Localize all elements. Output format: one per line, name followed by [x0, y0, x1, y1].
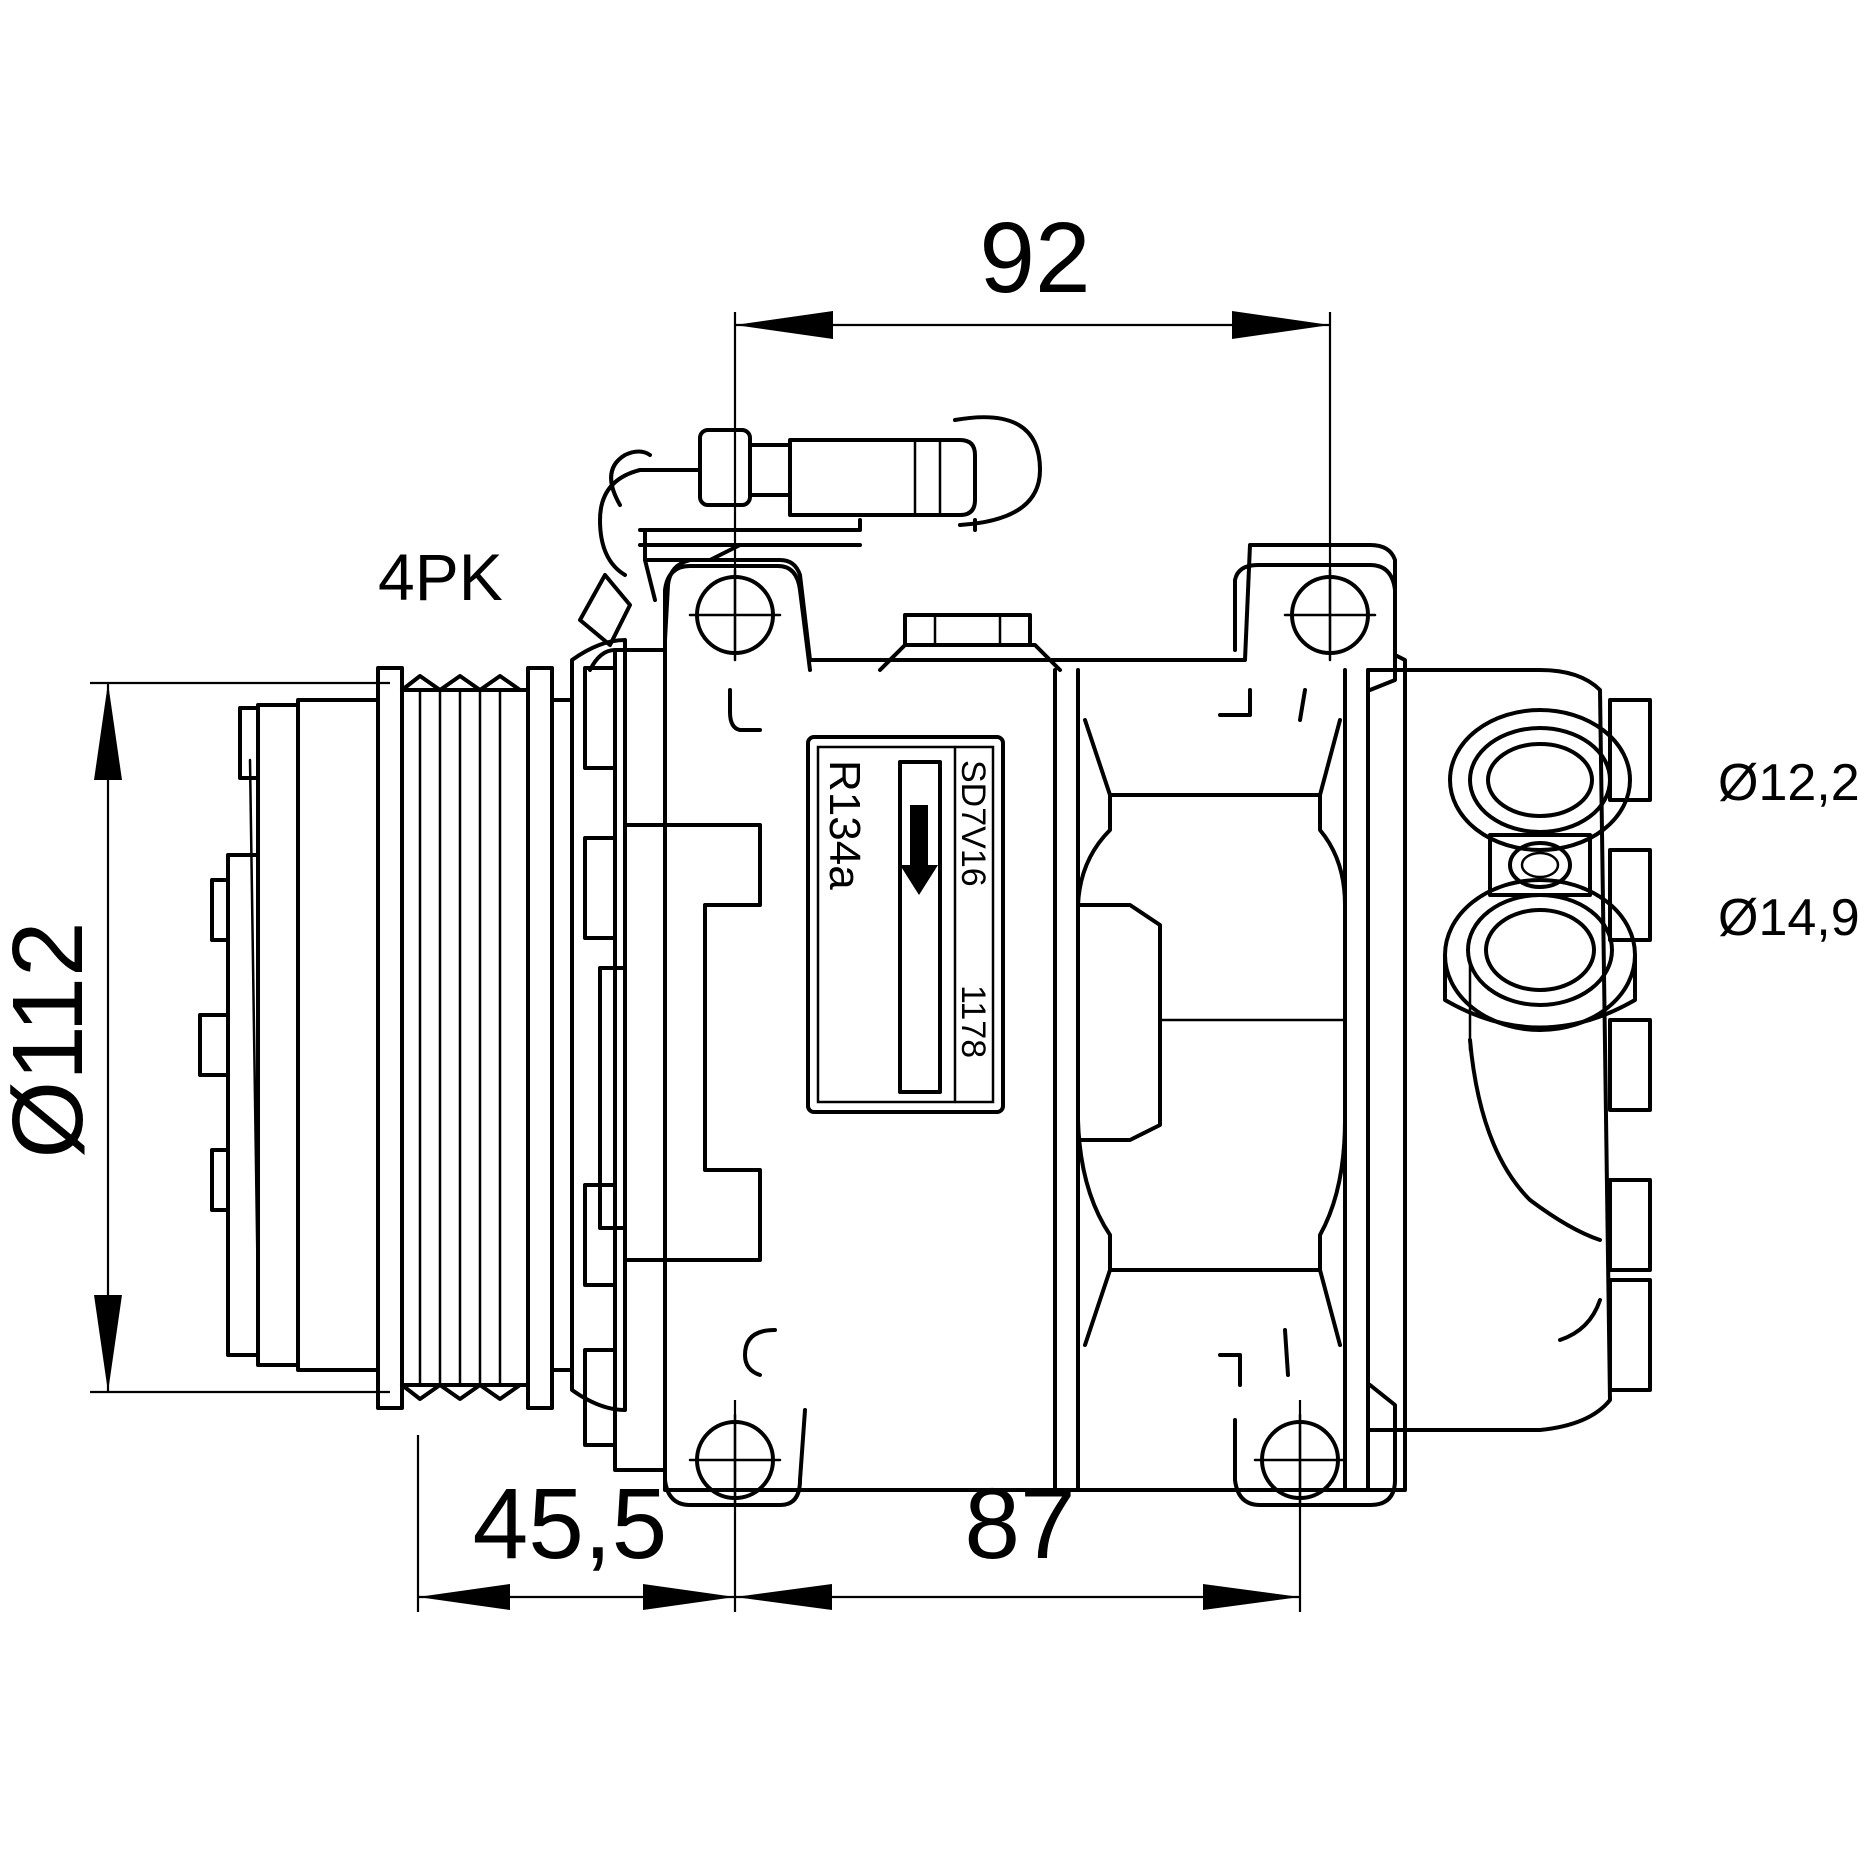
dimension-diameter-112: Ø112: [0, 681, 390, 1394]
dimension-45-5-label: 45,5: [473, 1468, 668, 1580]
electrical-connector: [578, 415, 1042, 672]
dimension-87-label: 87: [964, 1468, 1075, 1580]
model-label: SD7V16: [954, 760, 992, 887]
code-label: 1178: [954, 985, 992, 1058]
compressor-body: [663, 543, 1407, 1507]
discharge-port: [1443, 878, 1637, 1032]
pulley: [376, 638, 627, 1412]
center-stud: [1488, 833, 1592, 897]
port-lower-diameter-label: Ø14,9: [1718, 889, 1860, 947]
cylinder-section: [1053, 668, 1370, 1492]
housing-rib: [623, 823, 762, 1262]
suction-port: [1448, 708, 1632, 852]
dimension-top-92: 92: [733, 202, 1332, 650]
front-bolts: [583, 648, 667, 1472]
dimension-bottom: 45,5 87: [416, 1400, 1302, 1612]
dimension-112-label: Ø112: [0, 921, 104, 1158]
nameplate: R134a SD7V16 1178: [806, 735, 1005, 1114]
clutch-plate: [198, 698, 380, 1372]
refrigerant-label: R134a: [820, 760, 869, 890]
rear-bolts: [1608, 698, 1652, 1392]
belt-type-label: 4PK: [378, 540, 503, 614]
port-upper-diameter-label: Ø12,2: [1718, 754, 1860, 812]
dimension-92-label: 92: [979, 202, 1090, 314]
